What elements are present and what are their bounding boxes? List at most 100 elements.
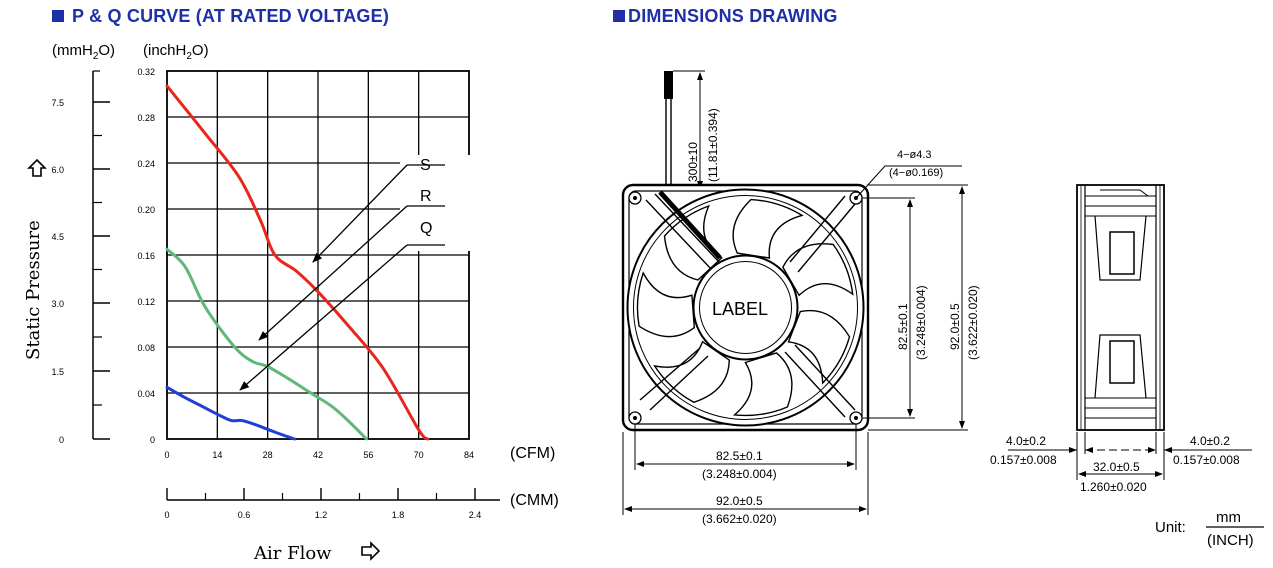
- mm-tick-label: 7.5: [51, 98, 64, 108]
- mm-axis-ticks: 7.5 6.0 4.5 3.0 1.5 0: [51, 70, 110, 445]
- side-strut-block: [1109, 340, 1135, 384]
- cfm-tick-label: 56: [363, 450, 373, 460]
- dimensions-heading-text: DIMENSIONS DRAWING: [628, 6, 838, 26]
- unit-mmh2o: (mmH2O): [52, 42, 115, 62]
- fan-hub: [692, 254, 799, 361]
- cfm-tick-label: 14: [212, 450, 222, 460]
- depth-dim: 32.0±0.5: [1093, 460, 1140, 474]
- cfm-tick-label: 28: [263, 450, 273, 460]
- hub-label: LABEL: [712, 299, 768, 319]
- fan-blades: [636, 198, 854, 417]
- side-rib: [1100, 189, 1149, 197]
- mm-tick-label: 4.5: [51, 232, 64, 242]
- fan-struts: [639, 193, 856, 418]
- plot-grid: [167, 71, 469, 439]
- inch-tick-label: 0: [150, 435, 155, 445]
- unit-note: Unit: mm (INCH): [1155, 509, 1264, 549]
- hole-pitch-v-dim-inch: (3.248±0.004): [914, 285, 928, 360]
- strut: [797, 203, 856, 273]
- heading-square-icon: [52, 10, 64, 22]
- arrowhead-icon: [1069, 447, 1172, 453]
- inch-tick-label: 0.28: [137, 113, 155, 123]
- pointer-r: [258, 205, 408, 341]
- hole-spec: 4−ø4.3: [897, 149, 932, 161]
- pq-curves: [165, 84, 430, 441]
- strut: [789, 195, 846, 263]
- fan-blade: [787, 309, 851, 385]
- wire-channel: [658, 190, 722, 260]
- hole-spec-inch: (4−ø0.169): [889, 167, 943, 179]
- height-dim-inch: (3.622±0.020): [966, 285, 980, 360]
- strut: [639, 347, 701, 401]
- cfm-tick-label: 0: [164, 450, 169, 460]
- strut: [645, 199, 713, 271]
- unit-label: Unit:: [1155, 519, 1186, 536]
- side-strut: [1094, 334, 1147, 399]
- side-strut: [1094, 215, 1147, 281]
- inch-tick-label: 0.24: [137, 159, 155, 169]
- inch-tick-label: 0.16: [137, 251, 155, 261]
- pq-curve-heading: P & Q CURVE (AT RATED VOLTAGE): [52, 6, 389, 27]
- hole-pitch-h-dim: 82.5±0.1: [716, 449, 763, 463]
- strut: [794, 344, 856, 411]
- side-strut-block: [1109, 231, 1135, 275]
- inch-tick-label: 0.08: [137, 343, 155, 353]
- hole-leader: [855, 165, 886, 199]
- mounting-hole-center: [633, 196, 637, 200]
- curve-s: [165, 84, 430, 441]
- height-dim: 92.0±0.5: [948, 303, 962, 350]
- curve-pointers: S R Q: [239, 157, 445, 391]
- strut: [649, 355, 709, 411]
- mounting-hole-center: [633, 416, 637, 420]
- inch-tick-label: 0.04: [137, 389, 155, 399]
- flange-left-dim-inch: 0.157±0.008: [990, 453, 1057, 467]
- mm-tick-label: 0: [59, 435, 64, 445]
- x-axis-label: Air Flow: [253, 543, 332, 564]
- unit-numerator: mm: [1216, 509, 1241, 526]
- depth-dim-inch: 1.260±0.020: [1080, 480, 1147, 494]
- fan-blade: [782, 243, 854, 297]
- cmm-tick-label: 1.8: [392, 510, 405, 520]
- mm-tick-label: 1.5: [51, 367, 64, 377]
- inch-tick-label: 0.12: [137, 297, 155, 307]
- y-axis-label: Static Pressure: [23, 220, 44, 360]
- cmm-tick-label: 1.2: [315, 510, 328, 520]
- strut: [784, 351, 846, 418]
- curve-label-q: Q: [420, 220, 432, 237]
- cfm-unit-label: (CFM): [510, 445, 555, 462]
- unit-inchh2o: (inchH2O): [143, 42, 209, 62]
- side-rib: [1085, 195, 1156, 217]
- dimensions-heading: DIMENSIONS DRAWING: [613, 6, 838, 27]
- up-arrow-icon: [27, 158, 47, 177]
- cfm-tick-label: 70: [414, 450, 424, 460]
- fan-side-view: [1008, 184, 1252, 480]
- side-body: [1076, 184, 1165, 431]
- cfm-tick-label: 42: [313, 450, 323, 460]
- fan-hub-inner: [699, 261, 792, 354]
- heading-square-icon: [613, 10, 625, 22]
- pq-chart: (mmH2O) (inchH2O) Static Pressure 7.5 6.0…: [23, 42, 559, 564]
- cmm-tick-label: 2.4: [469, 510, 482, 520]
- fan-blade: [653, 340, 731, 404]
- curve-label-box: [400, 155, 472, 251]
- fan-opening-inner: [633, 195, 858, 420]
- cmm-axis-ticks: 0 0.6 1.2 1.8 2.4: [164, 488, 481, 520]
- mounting-hole-center: [854, 416, 858, 420]
- fan-blade: [732, 352, 793, 417]
- mm-tick-label: 3.0: [51, 299, 64, 309]
- flange-left-dim: 4.0±0.2: [1006, 434, 1046, 448]
- mm-tick-label: 6.0: [51, 165, 64, 175]
- hole-pitch-v-dim: 82.5±0.1: [896, 303, 910, 350]
- cmm-tick-label: 0: [164, 510, 169, 520]
- cmm-tick-label: 0.6: [238, 510, 251, 520]
- curve-label-r: R: [420, 188, 432, 205]
- flange-right-dim-inch: 0.157±0.008: [1173, 453, 1240, 467]
- hole-pitch-h-dim-inch: (3.248±0.004): [702, 467, 777, 481]
- unit-denominator: (INCH): [1207, 532, 1254, 549]
- width-dim-inch: (3.662±0.020): [702, 512, 777, 526]
- strut: [654, 193, 721, 264]
- inch-axis-ticks: 0.320.280.240.200.160.120.080.040: [137, 67, 155, 445]
- side-view-arrows: [1069, 447, 1172, 477]
